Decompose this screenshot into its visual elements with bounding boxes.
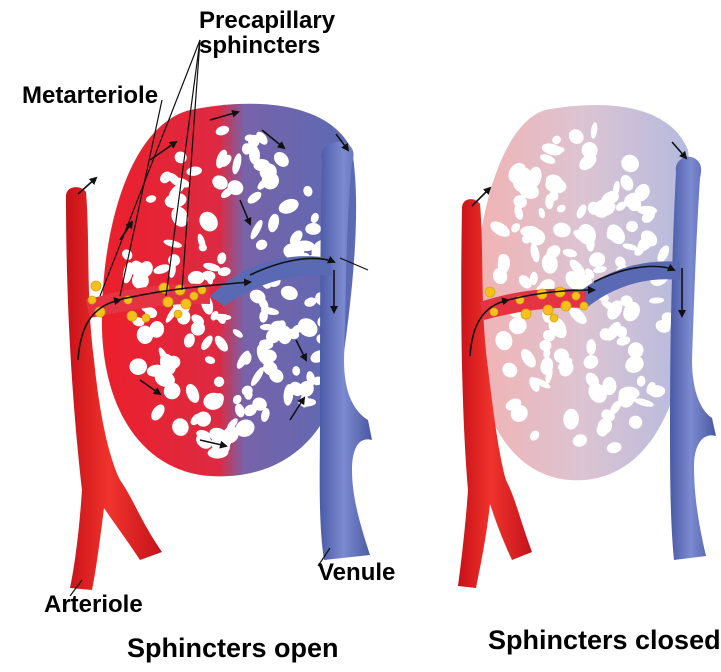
label-arteriole: Arteriole	[44, 592, 143, 617]
label-precapillary-line1: Precapillary	[199, 7, 335, 34]
label-precapillary-line2: sphincters	[199, 32, 320, 59]
label-precapillary-sphincters: Precapillary sphincters	[199, 8, 335, 58]
label-metarteriole: Metarteriole	[22, 83, 158, 108]
caption-sphincters-closed: Sphincters closed	[488, 626, 721, 654]
label-venule: Venule	[318, 560, 395, 585]
caption-sphincters-open: Sphincters open	[127, 634, 339, 662]
